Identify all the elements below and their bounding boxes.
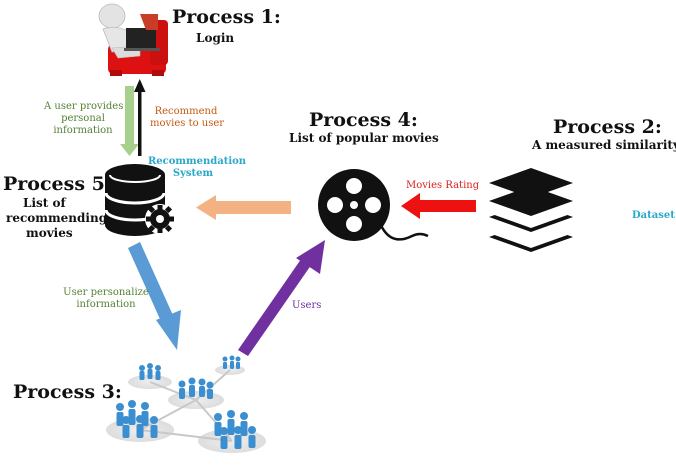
orange-arrow [196, 195, 291, 220]
dataset-label: Dataset [632, 210, 675, 221]
red-arrow [401, 193, 476, 219]
people-network-icon [106, 355, 266, 453]
recommendation-system-label: Recommendation System [148, 156, 247, 180]
process-3-title: Process 3: [13, 381, 122, 403]
recommendation-system-line1: Recommendation [148, 156, 247, 167]
user-personalize-line2: information [76, 299, 136, 310]
process-5-subtitle-line1: List of [23, 196, 66, 210]
recommend-line2: movies to user [150, 118, 225, 129]
user-provides-line2: personal [61, 113, 105, 124]
process-1-subtitle: Login [196, 31, 235, 45]
film-reel-icon [318, 169, 429, 241]
process-5-subtitle-line3: movies [26, 226, 73, 240]
users-label: Users [292, 300, 322, 311]
recommend-line1: Recommend [154, 106, 218, 117]
process-4-subtitle: List of popular movies [289, 131, 439, 145]
database-gear-icon [104, 164, 175, 236]
movies-rating-label: Movies Rating [406, 180, 480, 191]
process-5-subtitle-line2: recommending [6, 211, 108, 225]
recommendation-system-line2: System [172, 168, 214, 179]
process-2-subtitle: A measured similarity [532, 138, 676, 152]
user-provides-line3: information [53, 125, 113, 136]
green-arrow [120, 86, 139, 156]
purple-arrow [238, 240, 325, 356]
user-personalize-line1: User personalize [63, 287, 149, 298]
blue-arrow [128, 242, 181, 350]
user-provides-line1: A user provides [44, 101, 124, 112]
user-personalize-label: User personalize information [60, 287, 152, 311]
black-arrow [134, 79, 146, 156]
process-2-title: Process 2: [553, 116, 662, 138]
recommend-movies-label: Recommend movies to user [150, 106, 225, 130]
user-at-laptop-icon [98, 3, 168, 76]
layers-stack-icon [489, 168, 573, 252]
user-provides-label: A user provides personal information [44, 101, 124, 137]
process-1-title: Process 1: [172, 6, 281, 28]
process-4-title: Process 4: [309, 109, 418, 131]
process-5-title: Process 5: [3, 173, 112, 195]
